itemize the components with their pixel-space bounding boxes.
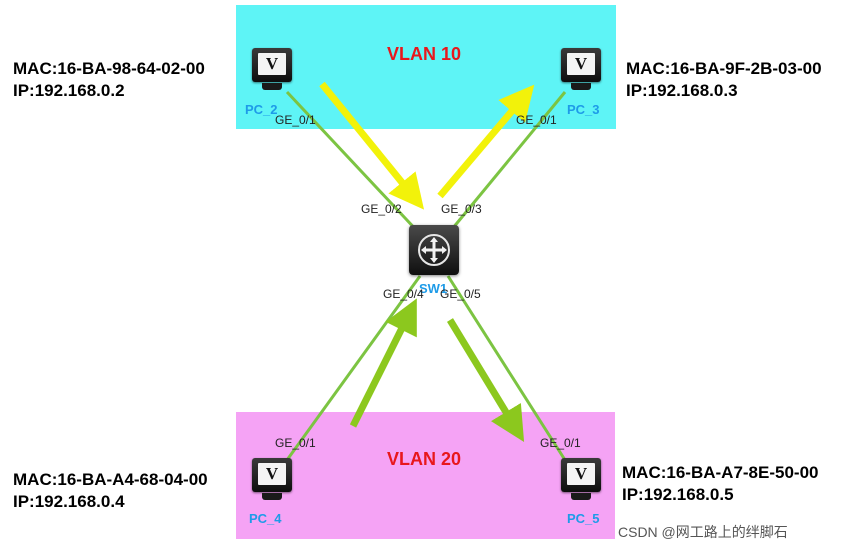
- link-pc2-sw1: [285, 90, 422, 236]
- pc-3-port: GE_0/1: [516, 113, 557, 127]
- pc-2-port: GE_0/1: [275, 113, 316, 127]
- pc-icon-letter: V: [567, 53, 595, 75]
- pc-3-info: MAC:16-BA-9F-2B-03-00 IP:192.168.0.3: [626, 58, 822, 102]
- pc-4-port: GE_0/1: [275, 436, 316, 450]
- arrow-sw1-to-pc3: [437, 84, 535, 199]
- pc-4-label: PC_4: [249, 511, 282, 526]
- monitor-icon: V: [561, 458, 601, 492]
- pc-icon-letter: V: [258, 53, 286, 75]
- pc-5-port: GE_0/1: [540, 436, 581, 450]
- pc-3-label: PC_3: [567, 102, 600, 117]
- pc-icon-letter: V: [567, 463, 595, 485]
- pc-4-ip: IP:192.168.0.4: [13, 492, 125, 511]
- pc-2-device[interactable]: V: [252, 48, 292, 92]
- sw1-port-ge04: GE_0/4: [383, 287, 424, 301]
- switch-sw1-label: SW1: [419, 281, 448, 296]
- pc-5-info: MAC:16-BA-A7-8E-50-00 IP:192.168.0.5: [622, 462, 819, 506]
- vlan-20-zone: [236, 412, 615, 539]
- sw1-port-ge05: GE_0/5: [440, 287, 481, 301]
- pc-2-ip: IP:192.168.0.2: [13, 81, 125, 100]
- pc-5-mac: MAC:16-BA-A7-8E-50-00: [622, 463, 819, 482]
- layer3-switch-icon: [418, 234, 450, 266]
- sw1-port-ge03: GE_0/3: [441, 202, 482, 216]
- vlan-20-title: VLAN 20: [387, 449, 462, 469]
- csdn-watermark: CSDN @网工路上的绊脚石: [618, 524, 788, 540]
- switch-sw1[interactable]: [409, 225, 459, 275]
- pc-4-mac: MAC:16-BA-A4-68-04-00: [13, 470, 208, 489]
- link-pc5-sw1: [446, 275, 567, 461]
- pc-2-label: PC_2: [245, 102, 278, 117]
- arrow-pc2-to-sw1: [319, 81, 425, 210]
- pc-3-device[interactable]: V: [561, 48, 601, 92]
- link-pc4-sw1: [285, 275, 422, 461]
- monitor-icon: V: [252, 48, 292, 82]
- pc-icon-letter: V: [258, 463, 286, 485]
- pc-5-label: PC_5: [567, 511, 600, 526]
- pc-5-ip: IP:192.168.0.5: [622, 485, 734, 504]
- arrow-sw1-to-pc5: [447, 318, 525, 442]
- pc-2-mac: MAC:16-BA-98-64-02-00: [13, 59, 205, 78]
- pc-2-info: MAC:16-BA-98-64-02-00 IP:192.168.0.2: [13, 58, 205, 102]
- vlan-10-title: VLAN 10: [387, 44, 462, 64]
- pc-3-mac: MAC:16-BA-9F-2B-03-00: [626, 59, 822, 78]
- pc-4-info: MAC:16-BA-A4-68-04-00 IP:192.168.0.4: [13, 469, 208, 513]
- pc-4-device[interactable]: V: [252, 458, 292, 502]
- monitor-icon: V: [561, 48, 601, 82]
- link-pc3-sw1: [446, 91, 567, 235]
- pc-3-ip: IP:192.168.0.3: [626, 81, 738, 100]
- arrow-pc4-to-sw1: [349, 298, 417, 428]
- monitor-icon: V: [252, 458, 292, 492]
- pc-5-device[interactable]: V: [561, 458, 601, 502]
- sw1-port-ge02: GE_0/2: [361, 202, 402, 216]
